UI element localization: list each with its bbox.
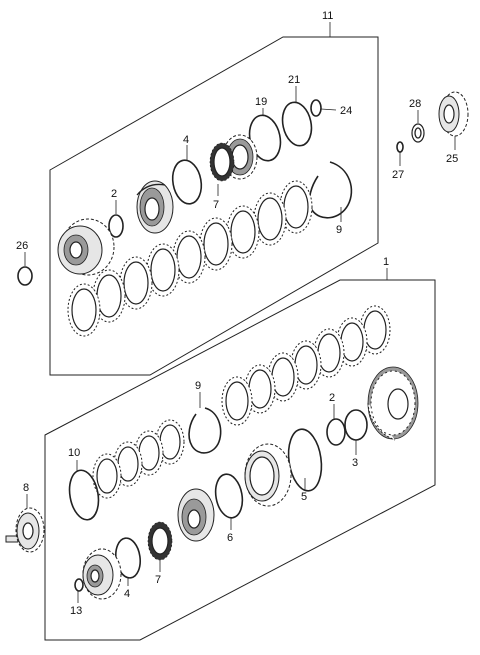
part-4-upper-ring [171,159,203,205]
label-4b: 4 [124,588,130,600]
assembly-1-outline [44,279,436,641]
lower-clutch-disc-stack-bottom [92,419,185,499]
part-7-upper-clutch [209,134,258,182]
part-2-upper-ring [108,214,124,238]
part-21-ring [281,101,313,147]
label-28: 28 [409,98,421,110]
lower-hub [177,488,215,542]
label-26: 26 [16,240,28,252]
label-27: 27 [392,169,404,181]
part-9-lower-snapring [188,407,222,454]
label-13: 13 [70,605,82,617]
label-6: 6 [227,532,233,544]
part-24-ring [310,99,322,117]
part-7-lower-clutch [147,521,173,561]
label-8: 8 [23,482,29,494]
label-3: 3 [352,457,358,469]
part-26-ring [17,266,33,286]
part-3-ring [344,409,368,441]
label-9a: 9 [336,224,342,236]
label-1: 1 [383,256,389,268]
part-25-gear [438,91,469,137]
label-21: 21 [288,74,300,86]
part-13-ring [74,578,84,592]
part-9-upper-snapring [308,161,353,219]
label-7a: 7 [213,199,219,211]
label-24: 24 [340,105,352,117]
upper-clutch-disc-stack [67,180,313,337]
label-7b: 7 [155,574,161,586]
upper-hub [136,180,174,234]
lower-gear-drum [82,548,122,600]
label-11: 11 [322,10,333,22]
label-9b: 9 [195,380,201,392]
label-19: 19 [255,96,267,108]
part-28-washer [411,123,425,143]
label-2a: 2 [111,188,117,200]
label-4a: 4 [183,134,189,146]
part-2-lower-ring [326,418,346,446]
part-8-gear-shaft [5,507,45,553]
part-27-ring [396,141,404,153]
label-25: 25 [446,153,458,165]
label-10: 10 [68,447,80,459]
upper-gear-drum [57,218,115,276]
lower-clutch-drum [367,366,419,441]
label-5: 5 [301,491,307,503]
lower-clutch-disc-stack-top [221,305,391,426]
assembly-11-outline [49,36,379,376]
part-6-ring [214,473,244,519]
part-10-ring [68,469,100,521]
lower-ring-gear [244,443,292,507]
label-2b: 2 [329,392,335,404]
